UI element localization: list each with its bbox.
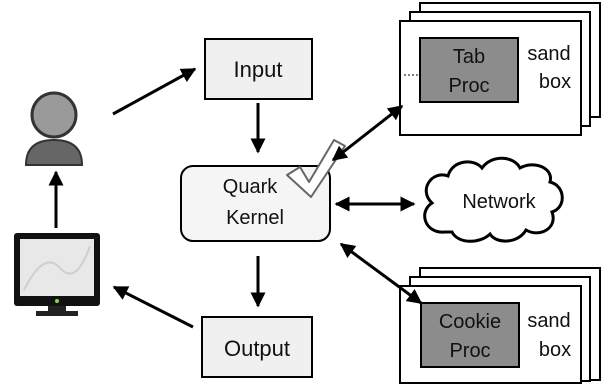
- arrow-output-to-monitor: [112, 285, 194, 329]
- input-box: Input: [204, 38, 313, 100]
- tab-proc-label-line2: Proc: [448, 75, 489, 97]
- kernel-label-line1: Quark: [223, 176, 278, 198]
- arrow-kernel-tab: [331, 104, 404, 162]
- cookie-sandbox-stack: Cookie Proc sand box: [399, 267, 601, 384]
- output-label: Output: [224, 336, 290, 361]
- cookie-proc-label-line1: Cookie: [439, 311, 501, 333]
- monitor-icon: [14, 233, 100, 316]
- sandbox-label-top-line2: box: [539, 71, 571, 93]
- user-icon: [24, 91, 84, 166]
- sandbox-label-bottom-line2: box: [539, 339, 571, 361]
- arrow-user-to-input: [112, 67, 197, 116]
- tab-proc-label-line1: Tab: [453, 46, 485, 68]
- sandbox-label-bottom-line1: sand: [527, 310, 570, 332]
- cloud-icon: Network: [423, 156, 564, 243]
- output-box: Output: [201, 316, 313, 378]
- cookie-proc-label-line2: Proc: [449, 340, 490, 362]
- kernel-label-line2: Kernel: [226, 207, 284, 229]
- input-label: Input: [234, 57, 283, 82]
- network-label: Network: [462, 191, 536, 213]
- tab-sandbox-stack: Tab Proc sand box: [399, 2, 601, 136]
- kernel-box: Quark Kernel: [180, 165, 331, 242]
- sandbox-label-top-line1: sand: [527, 43, 570, 65]
- arrow-kernel-cookie: [339, 242, 423, 305]
